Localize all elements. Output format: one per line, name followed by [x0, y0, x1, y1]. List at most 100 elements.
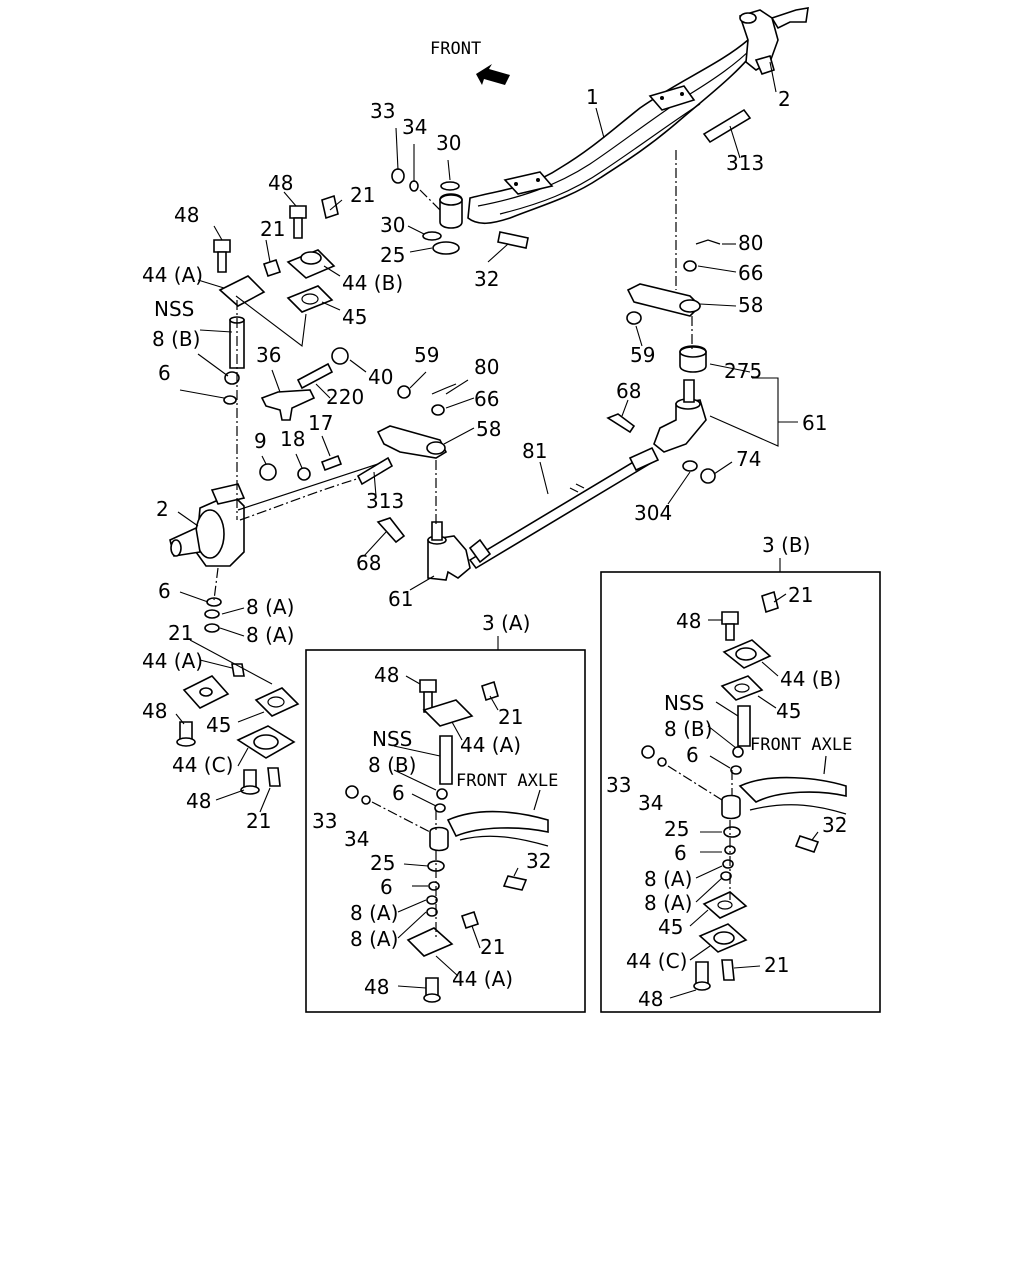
cover-44c-bot [236, 725, 296, 759]
inset-3b-callout-washer-34: 34 [638, 791, 663, 815]
callout-bolt-48-bot: 48 [142, 699, 167, 723]
inset-3b-axle-label: FRONT AXLE [750, 735, 852, 755]
callout-nut-74: 74 [736, 447, 761, 471]
inset-3b-callout-gasket-45b: 45 [658, 915, 683, 939]
callout-nut-66-right: 66 [738, 261, 763, 285]
callout-arm-58-left: 58 [476, 417, 501, 441]
callout-fitting-21-a: 21 [260, 217, 285, 241]
tie-rod-end-right [653, 379, 707, 453]
inset-3b-callout-bolt-48b: 48 [638, 987, 663, 1011]
callout-stud-313-right: 313 [726, 151, 764, 175]
inset-3a-callout-fitting-21: 21 [498, 705, 523, 729]
callout-seal-6-bot: 6 [158, 579, 171, 603]
callout-fitting-21-bot2: 21 [246, 809, 271, 833]
callout-washer-304: 304 [634, 501, 672, 525]
callout-knuckle-left: 2 [156, 497, 169, 521]
front-arrow-icon [476, 64, 510, 85]
callout-tie-rod-end-left: 61 [388, 587, 413, 611]
inset-3a: 3 (A) FRONT AXLE [305, 611, 586, 1013]
inset-3a-callout-bush-8b: 8 (B) [368, 753, 416, 777]
stud-313-right [702, 108, 752, 144]
callout-bush-8b: 8 (B) [152, 327, 200, 351]
callout-tie-rod: 81 [522, 439, 547, 463]
inset-3a-callout-nut-33: 33 [312, 809, 337, 833]
callout-nut-59-right: 59 [630, 343, 655, 367]
bolt-32 [497, 231, 529, 249]
inset-3a-callout-bolt-48b: 48 [364, 975, 389, 999]
inset-3a-callout-seal-6b: 6 [380, 875, 393, 899]
bolt-220 [296, 362, 334, 390]
inset-3b-callout-gasket-45: 45 [776, 699, 801, 723]
callout-split-pin-80-right: 80 [738, 231, 763, 255]
inset-3b-callout-bush-8a-1: 8 (A) [644, 867, 692, 891]
callout-nut-66-left: 66 [474, 387, 499, 411]
inset-3a-axle-label: FRONT AXLE [456, 771, 558, 791]
callout-knuckle-right: 2 [778, 87, 791, 111]
callout-bush-8a-1: 8 (A) [246, 595, 294, 619]
callout-nut-40: 40 [368, 365, 393, 389]
inset-3a-title: 3 (A) [482, 611, 530, 635]
callout-seal-6-top: 6 [158, 361, 171, 385]
tie-rod-end-left [427, 521, 471, 581]
callout-stud-313-left: 313 [366, 489, 404, 513]
callout-split-pin-80-left: 80 [474, 355, 499, 379]
callout-bolt-32: 32 [474, 267, 499, 291]
callout-bolt-220: 220 [326, 385, 364, 409]
callout-bushing-275: 275 [724, 359, 762, 383]
inset-3b-callout-pin-nss: NSS [664, 691, 704, 715]
cover-44b-top [286, 249, 336, 279]
callout-fitting-21-bot: 21 [168, 621, 193, 645]
cover-44a-top [218, 275, 266, 307]
callout-arm-58-right: 58 [738, 293, 763, 317]
arm-36 [260, 389, 316, 421]
callout-gasket-45-bot: 45 [206, 713, 231, 737]
inset-3a-callout-bearing-25: 25 [370, 851, 395, 875]
callout-nut-33: 33 [370, 99, 395, 123]
callout-nut-18: 18 [280, 427, 305, 451]
axle-beam [439, 39, 762, 229]
bolts-48-bot [176, 663, 281, 795]
front-label: FRONT [430, 39, 481, 59]
callout-cover-44a-top: 44 (A) [142, 263, 203, 287]
callout-stud-17: 17 [308, 411, 333, 435]
inset-3b-callout-bush-8b: 8 (B) [664, 717, 712, 741]
knuckle-right [738, 7, 809, 75]
leaders [175, 61, 798, 813]
callout-plug-9: 9 [254, 429, 267, 453]
callout-bolt-48-b: 48 [268, 171, 293, 195]
stud-313-left [356, 456, 394, 486]
callout-pin-nss: NSS [154, 297, 194, 321]
inset-3b-callout-fitting-21: 21 [788, 583, 813, 607]
callout-cover-44c-bot: 44 (C) [172, 753, 233, 777]
front-direction-indicator: FRONT [430, 39, 510, 85]
gasket-45-bot [254, 687, 300, 717]
callout-axle-beam: 1 [586, 85, 599, 109]
callout-washer-30-top: 30 [436, 131, 461, 155]
inset-3b: 3 (B) FRONT AXLE [600, 533, 881, 1013]
arm-58-left [376, 425, 448, 459]
tie-rod [468, 446, 660, 570]
inset-3b-callout-nut-33: 33 [606, 773, 631, 797]
callout-bolt-48-a: 48 [174, 203, 199, 227]
callout-arm-36: 36 [256, 343, 281, 367]
callout-labels: 1 2 313 33 34 30 30 25 32 80 66 58 59 27… [142, 85, 827, 833]
stud-17 [320, 454, 343, 472]
callout-bush-8a-2: 8 (A) [246, 623, 294, 647]
bushing-275 [679, 345, 707, 373]
inset-3b-callout-fitting-21b: 21 [764, 953, 789, 977]
inset-3b-callout-cover-44c: 44 (C) [626, 949, 687, 973]
fittings-21-top [262, 194, 339, 278]
inset-3a-callout-pin-nss: NSS [372, 727, 412, 751]
inset-3b-callout-cover-44b: 44 (B) [780, 667, 841, 691]
inset-3a-callout-fitting-21b: 21 [480, 935, 505, 959]
callout-cover-44b-top: 44 (B) [342, 271, 403, 295]
inset-3b-callout-bolt-32: 32 [822, 813, 847, 837]
callout-washer-34: 34 [402, 115, 427, 139]
inset-3b-callout-seal-6b: 6 [674, 841, 687, 865]
callout-fitting-21-b: 21 [350, 183, 375, 207]
callout-bolt-48-bot2: 48 [186, 789, 211, 813]
inset-3a-callout-bolt-32: 32 [526, 849, 551, 873]
inset-3b-callout-bolt-48: 48 [676, 609, 701, 633]
arm-58-right [626, 283, 702, 317]
